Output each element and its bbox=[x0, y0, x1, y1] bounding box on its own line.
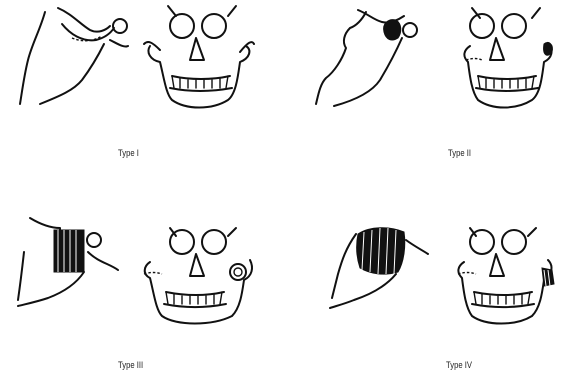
type-2-caption: Type II bbox=[448, 148, 471, 158]
frontal-skull-view bbox=[464, 8, 552, 108]
ankylosis-mass bbox=[54, 230, 84, 272]
lateral-jaw-view bbox=[20, 8, 128, 104]
type-4-caption: Type IV bbox=[446, 360, 472, 370]
ankylosis-mass-frontal bbox=[542, 268, 554, 286]
lateral-jaw-view bbox=[18, 218, 118, 306]
type-3-illustration bbox=[0, 188, 285, 376]
frontal-skull-view bbox=[144, 228, 252, 324]
frontal-skull-view bbox=[144, 6, 254, 108]
panel-type-2: Type II bbox=[286, 0, 571, 188]
ankylosis-mass bbox=[357, 228, 405, 274]
type-2-illustration bbox=[286, 0, 571, 188]
type-4-illustration bbox=[286, 188, 571, 376]
lateral-jaw-view bbox=[330, 228, 428, 308]
panel-type-3: Type III bbox=[0, 188, 285, 376]
panel-type-1: Type I bbox=[0, 0, 285, 188]
type-3-caption: Type III bbox=[118, 360, 143, 370]
type-1-caption: Type I bbox=[118, 148, 139, 158]
type-1-illustration bbox=[0, 0, 285, 188]
lateral-jaw-view bbox=[316, 10, 417, 106]
panel-type-4: Type IV bbox=[286, 188, 571, 376]
frontal-skull-view bbox=[458, 228, 554, 324]
